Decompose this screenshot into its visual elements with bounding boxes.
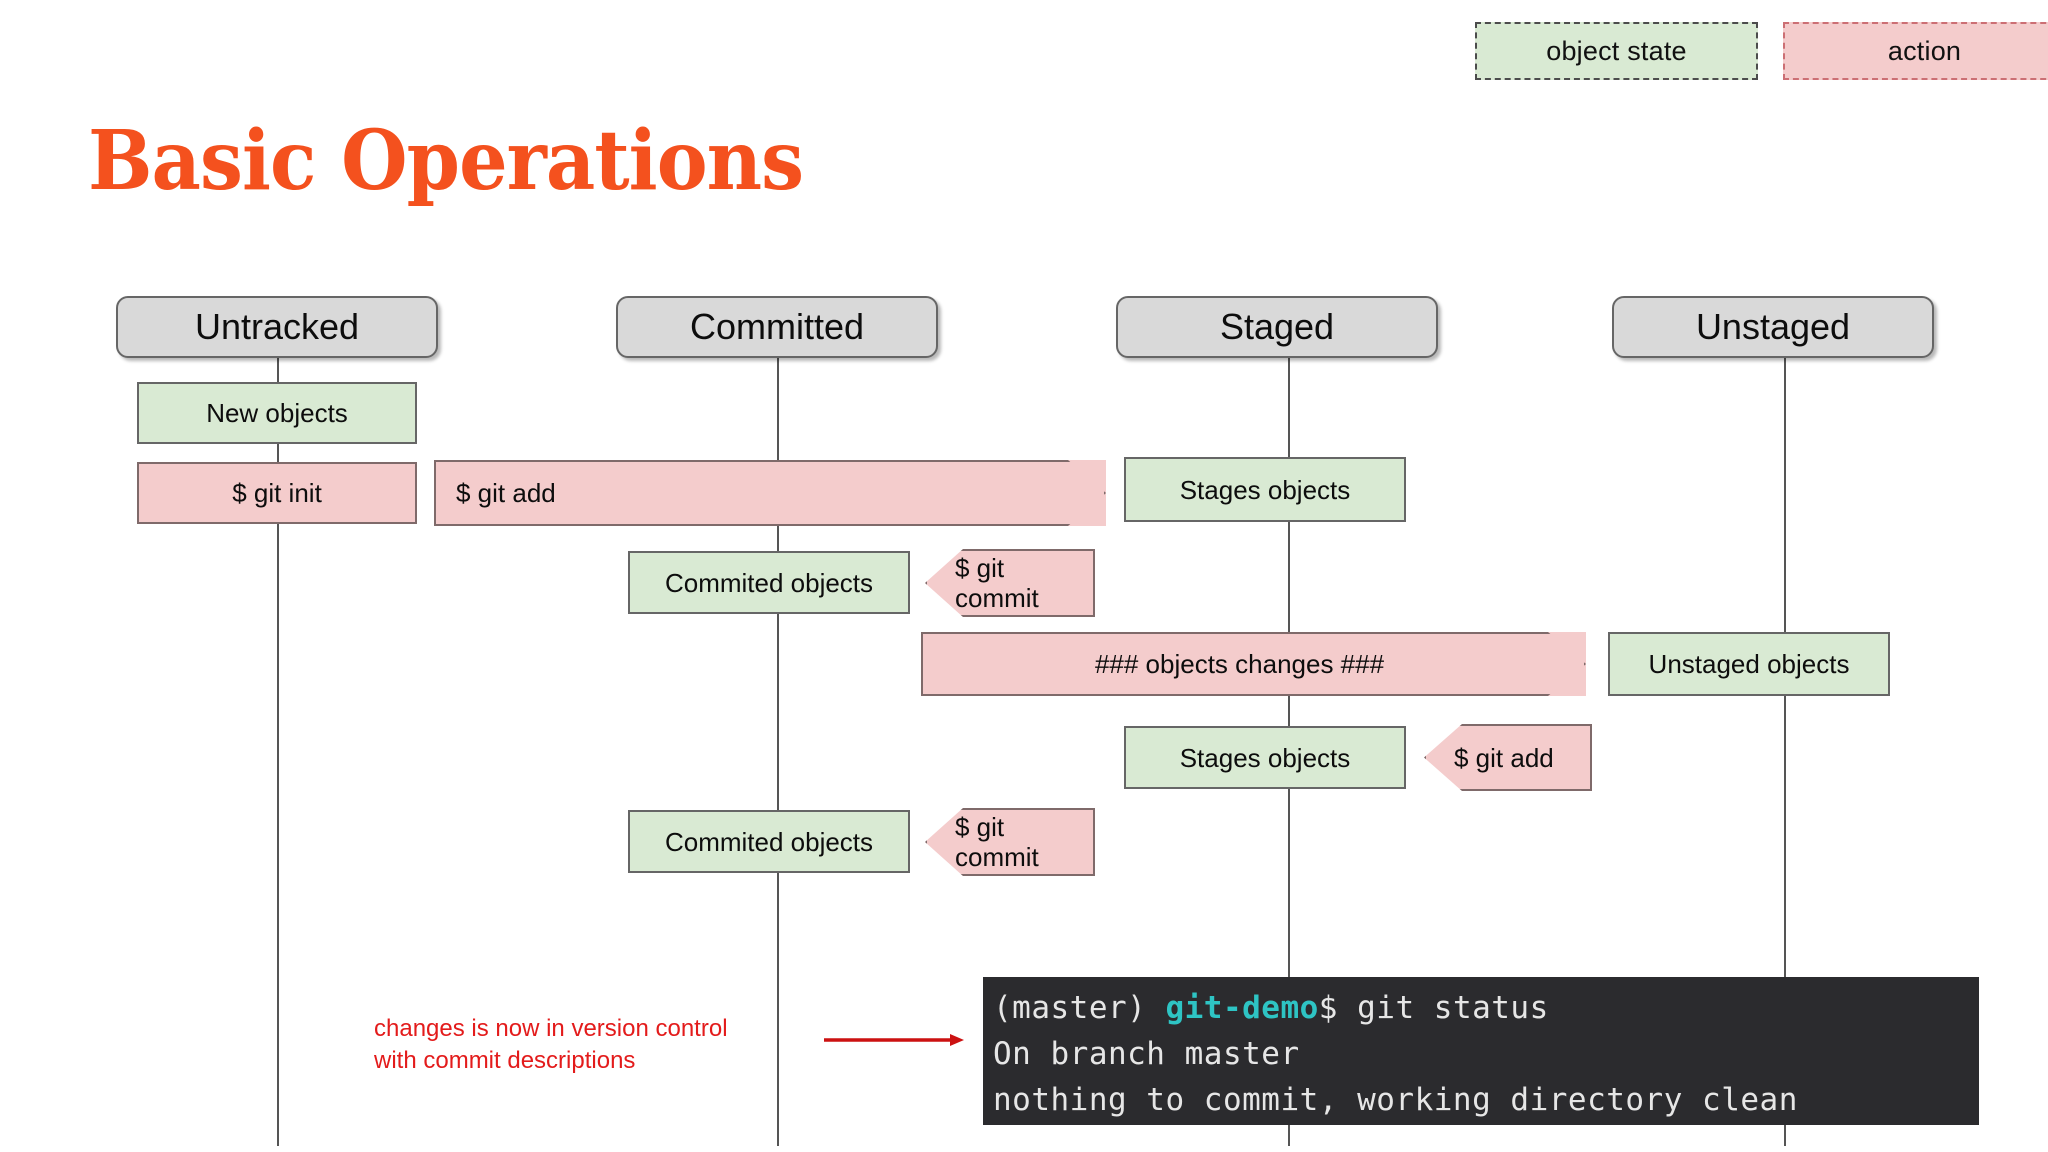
column-header-untracked[interactable]: Untracked [116, 296, 438, 358]
node-commited-objects-2[interactable]: Commited objects [628, 810, 910, 873]
legend-object-state: object state [1475, 22, 1758, 80]
legend-object-state-label: object state [1546, 35, 1687, 66]
terminal-line-3: nothing to commit, working directory cle… [993, 1082, 1798, 1118]
node-git-commit-1-label: $ git commit [955, 553, 1039, 613]
page-title: Basic Operations [88, 113, 804, 209]
node-objects-changes-label: ### objects changes ### [1094, 649, 1385, 679]
terminal-prompt-suffix: $ git status [1318, 990, 1549, 1026]
node-new-objects[interactable]: New objects [137, 382, 417, 444]
lane-line-unstaged [1784, 356, 1786, 1146]
arrow-shape-left [925, 808, 1095, 876]
column-header-staged-label: Staged [1219, 306, 1335, 347]
column-header-staged[interactable]: Staged [1116, 296, 1438, 358]
node-commited-objects-1[interactable]: Commited objects [628, 551, 910, 614]
node-unstaged-objects-label: Unstaged objects [1648, 649, 1850, 679]
column-header-untracked-label: Untracked [194, 306, 360, 347]
node-git-add-1-label: $ git add [456, 478, 556, 508]
node-git-init[interactable]: $ git init [137, 462, 417, 524]
node-git-add-1[interactable]: $ git add [434, 460, 1106, 526]
terminal-prompt-prefix: (master) [993, 990, 1166, 1026]
node-stages-objects-1[interactable]: Stages objects [1124, 457, 1406, 522]
terminal-window[interactable]: (master) git-demo$ git status On branch … [983, 977, 1979, 1125]
column-header-committed[interactable]: Committed [616, 296, 938, 358]
arrow-shape-left [925, 549, 1095, 617]
lane-line-untracked [277, 356, 279, 1146]
legend-action-label: action [1887, 35, 1962, 66]
node-git-commit-2-label: $ git commit [955, 812, 1039, 872]
node-git-commit-1[interactable]: $ git commit [925, 549, 1095, 617]
arrow-shape-left [1424, 724, 1592, 791]
column-header-unstaged-label: Unstaged [1695, 306, 1851, 347]
terminal-line-2: On branch master [993, 1036, 1300, 1072]
terminal-host: git-demo [1165, 990, 1319, 1026]
arrow-shape-right [921, 632, 1586, 696]
arrow-shape-right [434, 460, 1106, 526]
lane-line-committed [777, 356, 779, 1146]
column-header-unstaged[interactable]: Unstaged [1612, 296, 1934, 358]
annotation-text: changes is now in version control with c… [374, 1015, 728, 1074]
node-commited-objects-1-label: Commited objects [664, 567, 874, 598]
node-stages-objects-2[interactable]: Stages objects [1124, 726, 1406, 789]
node-stages-objects-2-label: Stages objects [1179, 742, 1351, 773]
node-git-commit-2[interactable]: $ git commit [925, 808, 1095, 876]
node-git-add-2-label: $ git add [1454, 742, 1554, 773]
node-new-objects-label: New objects [206, 398, 348, 428]
node-unstaged-objects[interactable]: Unstaged objects [1608, 632, 1890, 696]
legend-action: action [1783, 22, 2048, 80]
node-git-init-label: $ git init [232, 478, 322, 508]
node-stages-objects-1-label: Stages objects [1179, 474, 1351, 505]
node-objects-changes[interactable]: ### objects changes ### [921, 632, 1586, 696]
node-commited-objects-2-label: Commited objects [664, 826, 874, 857]
annotation-arrow-icon [824, 1034, 964, 1046]
node-git-add-2[interactable]: $ git add [1424, 724, 1592, 791]
terminal-line-1: (master) git-demo$ git status [993, 985, 1979, 1031]
column-header-committed-label: Committed [689, 306, 865, 347]
